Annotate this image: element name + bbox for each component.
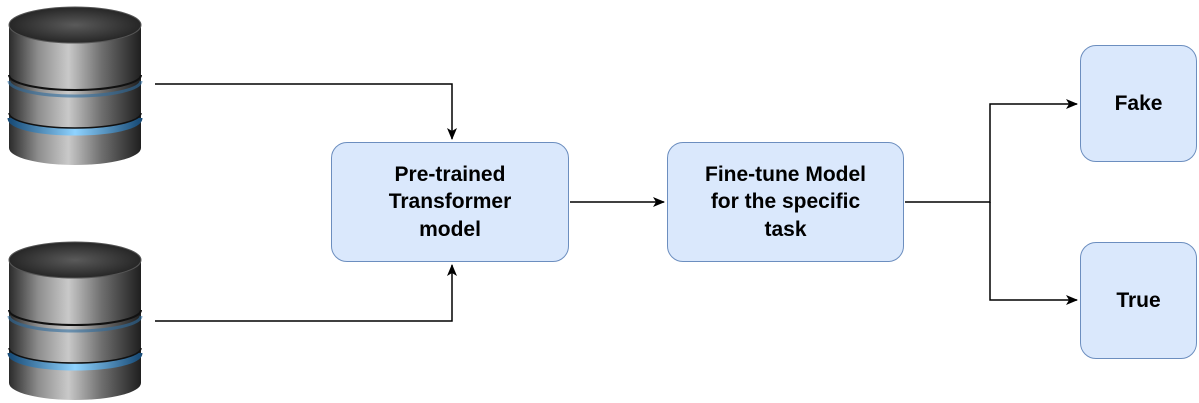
pretrained-model-box: Pre-trained Transformer model [331,142,569,262]
edge-finetune-to-fake [905,99,1078,203]
edge-finetune-to-true [989,202,1078,305]
edge-db1-to-pretrained [155,83,457,140]
fake-output-box: Fake [1080,45,1197,162]
database-icon [7,241,143,400]
finetune-model-box: Fine-tune Model for the specific task [667,142,904,262]
edge-db2-to-pretrained [155,264,457,322]
database-icon [7,6,143,165]
true-output-box: True [1080,242,1197,359]
